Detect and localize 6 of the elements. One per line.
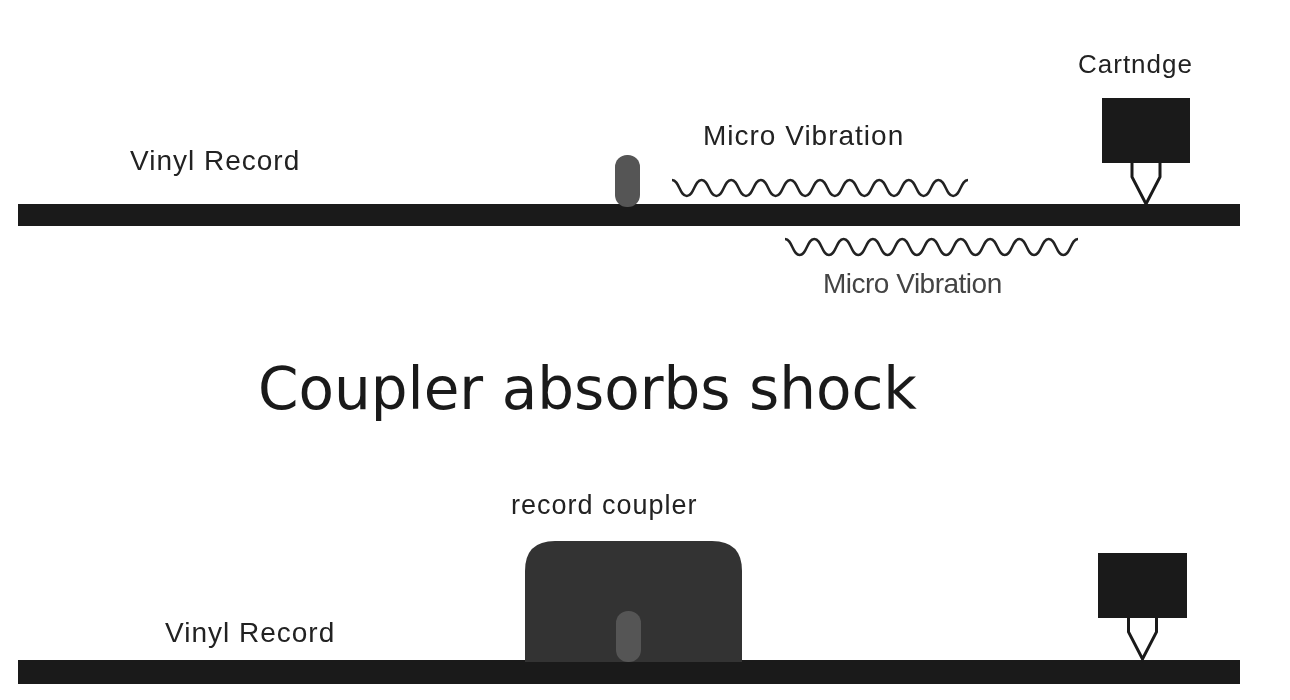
part-label: Vinyl Record — [130, 147, 301, 175]
part-label: record coupler — [511, 492, 698, 519]
part-label: Micro Vibration — [703, 122, 905, 150]
part-label: Cartndge — [1078, 51, 1193, 77]
part-label: Micro Vibration — [823, 270, 1002, 298]
part-label: Vinyl Record — [165, 619, 336, 647]
